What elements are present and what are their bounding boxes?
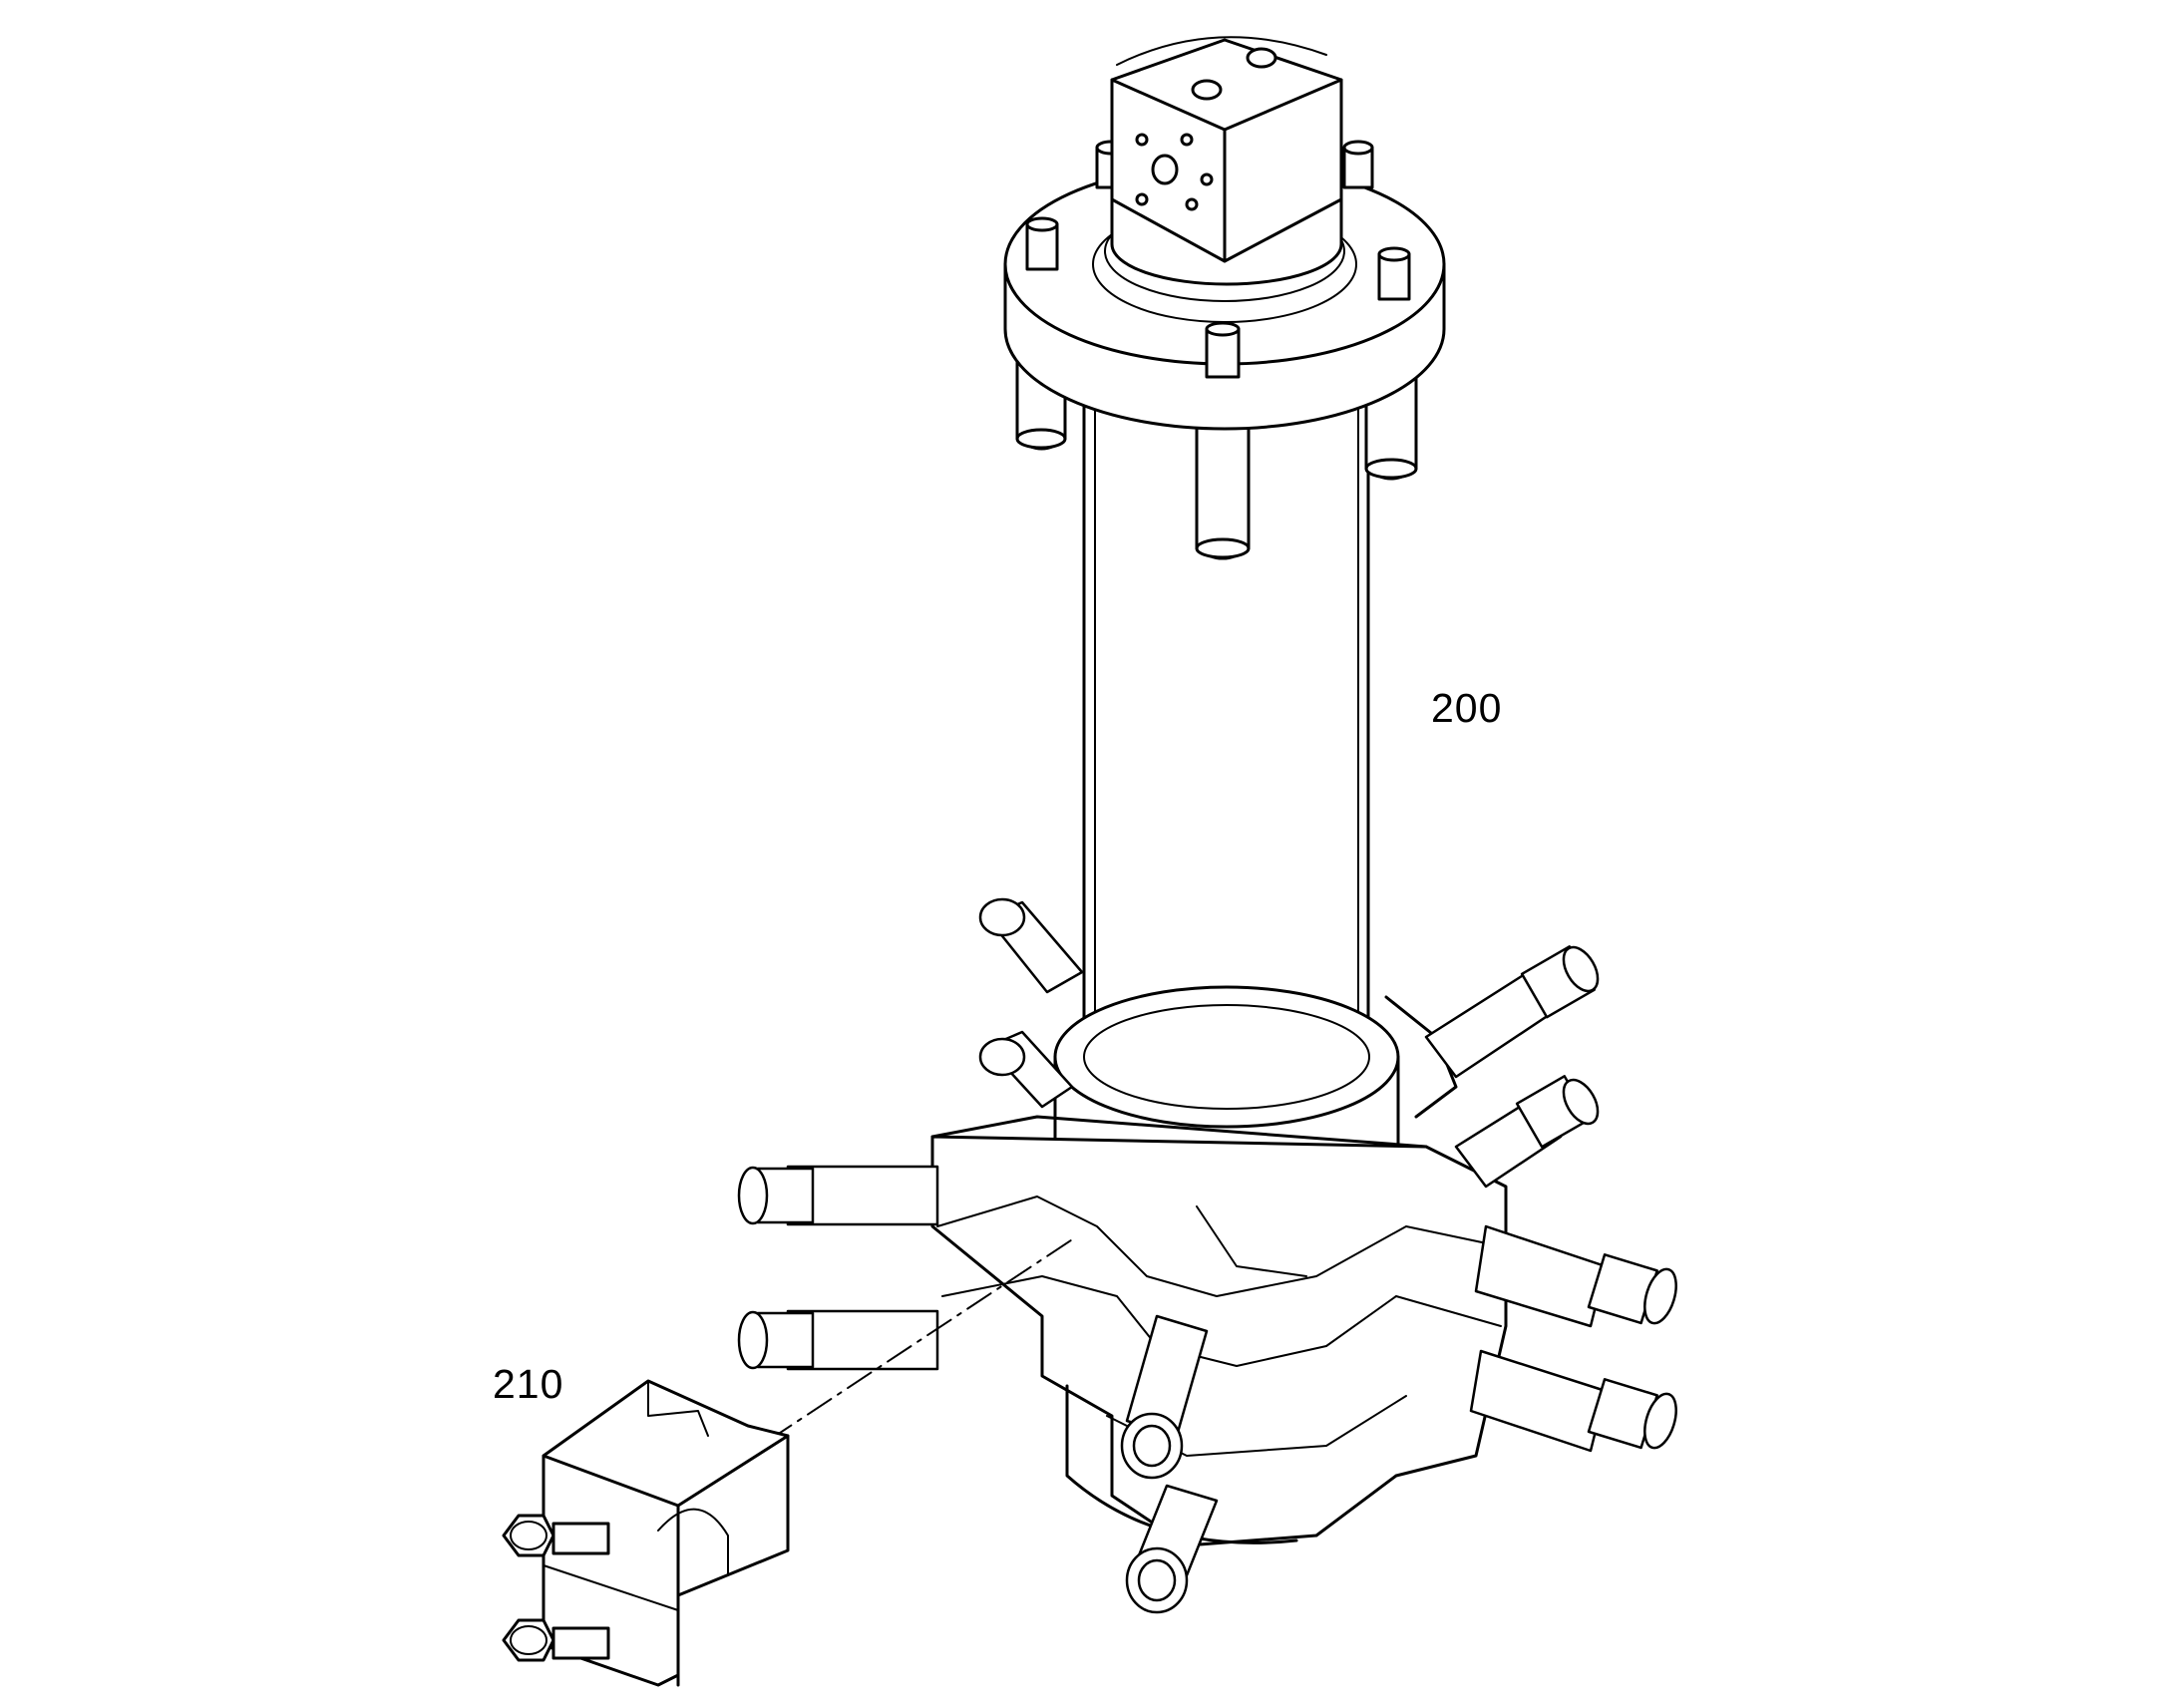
reference-label-200: 200 — [1431, 685, 1503, 731]
reference-label-210: 210 — [493, 1361, 564, 1407]
top-cap — [1110, 36, 1343, 286]
manifold-block — [930, 995, 1508, 1547]
fittings — [737, 897, 1677, 1614]
assembly-centerline — [767, 1235, 1078, 1442]
clamp-part-210 — [502, 1379, 790, 1687]
